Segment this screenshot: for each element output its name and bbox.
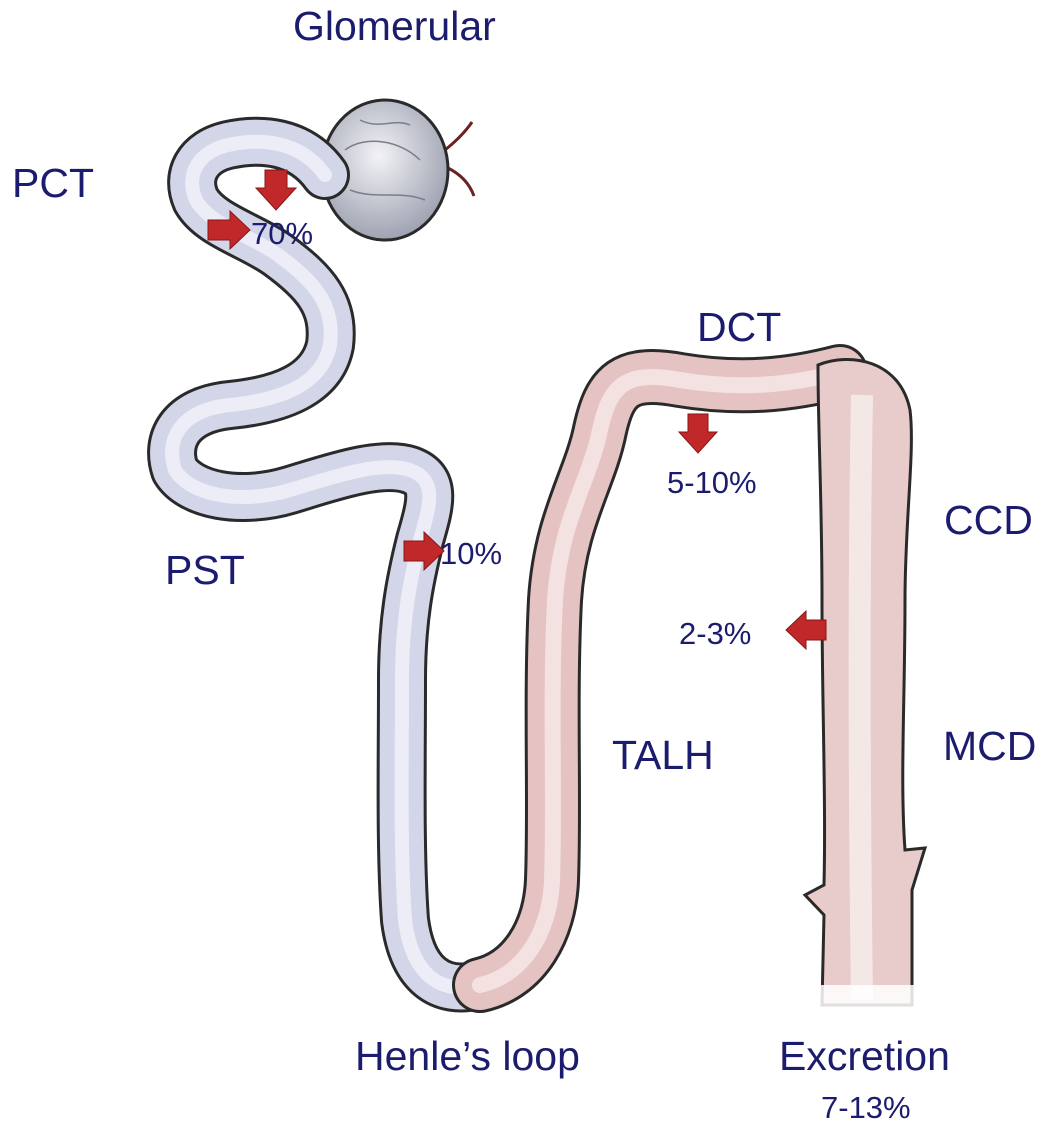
excretion-percent: 7-13% bbox=[821, 1092, 911, 1123]
dct-percent: 5-10% bbox=[667, 467, 757, 498]
pct-percent: 70% bbox=[251, 218, 313, 249]
pst-percent: 10% bbox=[440, 538, 502, 569]
pct-label: PCT bbox=[12, 163, 94, 204]
arrow-pct-down-icon bbox=[256, 170, 296, 210]
dct-label: DCT bbox=[697, 307, 781, 348]
distal-tubule bbox=[480, 372, 840, 985]
mcd-label: MCD bbox=[943, 726, 1036, 767]
collecting-duct bbox=[805, 359, 930, 1015]
arrow-ccd-left-icon bbox=[786, 611, 826, 649]
pst-label: PST bbox=[165, 550, 245, 591]
excretion-label: Excretion bbox=[779, 1036, 950, 1077]
glomerular-label: Glomerular bbox=[293, 6, 496, 47]
henle-loop-label: Henle’s loop bbox=[355, 1036, 580, 1077]
talh-label: TALH bbox=[612, 735, 714, 776]
ccd-percent: 2-3% bbox=[679, 618, 751, 649]
ccd-label: CCD bbox=[944, 500, 1033, 541]
arrow-dct-down-icon bbox=[679, 414, 717, 453]
